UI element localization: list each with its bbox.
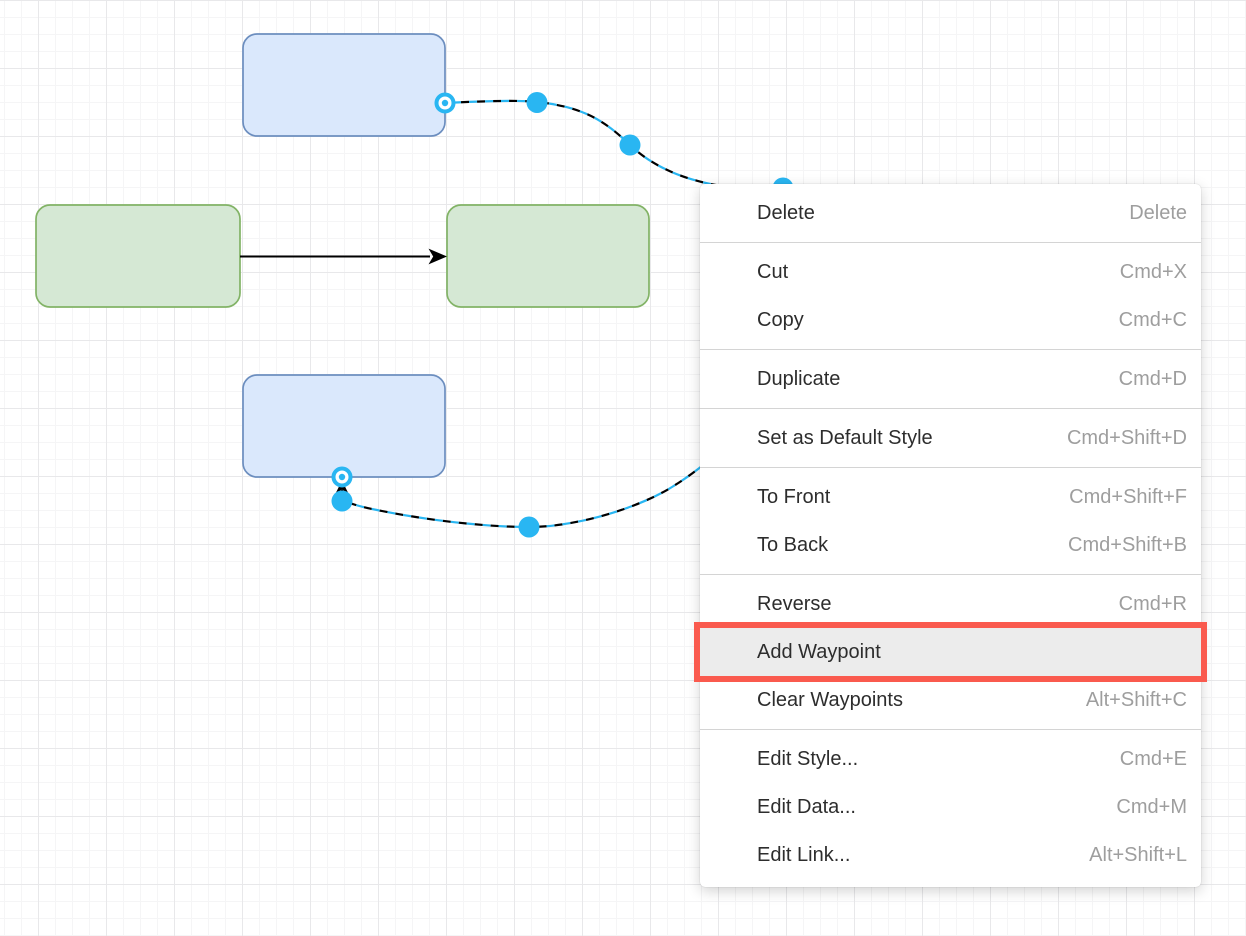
menu-divider xyxy=(700,349,1201,350)
menu-item-shortcut: Cmd+C xyxy=(1118,308,1187,331)
menu-item-set-as-default-style[interactable]: Set as Default Style Cmd+Shift+D xyxy=(700,414,1201,462)
menu-item-label: Reverse xyxy=(757,592,832,615)
menu-item-reverse[interactable]: Reverse Cmd+R xyxy=(700,580,1201,628)
edge-selected-upper[interactable] xyxy=(444,99,785,190)
endpoint-dot-icon xyxy=(338,473,346,481)
endpoint-dot-icon xyxy=(441,99,449,107)
node-blue-bottom[interactable] xyxy=(242,374,446,478)
menu-item-label: Edit Link... xyxy=(757,843,851,866)
node-green-left[interactable] xyxy=(35,204,241,308)
menu-item-label: Set as Default Style xyxy=(757,426,933,449)
menu-item-label: To Front xyxy=(757,485,831,508)
menu-divider xyxy=(700,574,1201,575)
menu-item-label: To Back xyxy=(757,533,829,556)
context-menu: Delete Delete Cut Cmd+X Copy Cmd+C Dupli… xyxy=(694,184,1207,887)
menu-item-shortcut: Alt+Shift+C xyxy=(1085,688,1187,711)
waypoint-handle[interactable] xyxy=(518,516,540,538)
edge-green-arrow[interactable] xyxy=(240,248,447,265)
menu-item-shortcut: Cmd+Shift+D xyxy=(1066,426,1187,449)
menu-item-label: Duplicate xyxy=(757,367,841,390)
menu-item-add-waypoint[interactable]: Add Waypoint xyxy=(694,622,1207,682)
menu-item-delete[interactable]: Delete Delete xyxy=(700,189,1201,237)
menu-divider xyxy=(700,408,1201,409)
endpoint-handle-target[interactable] xyxy=(331,466,353,488)
menu-divider xyxy=(700,242,1201,243)
menu-item-cut[interactable]: Cut Cmd+X xyxy=(700,248,1201,296)
edge-selected-upper-highlight xyxy=(444,99,785,190)
edge-selected-upper-black[interactable] xyxy=(444,99,785,190)
menu-item-shortcut: Cmd+Shift+F xyxy=(1069,485,1187,508)
menu-item-shortcut: Cmd+X xyxy=(1119,260,1187,283)
menu-item-shortcut: Cmd+R xyxy=(1118,592,1187,615)
menu-divider xyxy=(700,729,1201,730)
waypoint-handle[interactable] xyxy=(526,92,548,113)
menu-divider xyxy=(700,467,1201,468)
menu-item-edit-data[interactable]: Edit Data... Cmd+M xyxy=(700,783,1201,831)
menu-item-label: Clear Waypoints xyxy=(757,688,903,711)
menu-item-clear-waypoints[interactable]: Clear Waypoints Alt+Shift+C xyxy=(700,676,1201,724)
menu-item-shortcut: Cmd+M xyxy=(1116,795,1187,818)
menu-item-to-back[interactable]: To Back Cmd+Shift+B xyxy=(700,521,1201,569)
node-green-right[interactable] xyxy=(446,204,650,308)
menu-item-shortcut: Cmd+Shift+B xyxy=(1068,533,1187,556)
menu-item-label: Copy xyxy=(757,308,804,331)
menu-item-copy[interactable]: Copy Cmd+C xyxy=(700,296,1201,344)
waypoint-handle[interactable] xyxy=(619,134,641,156)
menu-item-shortcut: Cmd+D xyxy=(1118,367,1187,390)
node-blue-top[interactable] xyxy=(242,33,446,137)
arrowhead-icon xyxy=(428,248,447,265)
waypoint-handle[interactable] xyxy=(331,490,353,512)
menu-item-shortcut: Delete xyxy=(1129,201,1187,224)
menu-item-label: Edit Style... xyxy=(757,747,859,770)
menu-item-label: Edit Data... xyxy=(757,795,856,818)
menu-item-to-front[interactable]: To Front Cmd+Shift+F xyxy=(700,473,1201,521)
menu-item-label: Delete xyxy=(757,201,815,224)
menu-item-edit-style[interactable]: Edit Style... Cmd+E xyxy=(700,735,1201,783)
menu-item-duplicate[interactable]: Duplicate Cmd+D xyxy=(700,355,1201,403)
menu-item-shortcut: Alt+Shift+L xyxy=(1089,843,1187,866)
endpoint-handle-source[interactable] xyxy=(434,92,456,114)
menu-item-label: Add Waypoint xyxy=(757,640,881,663)
menu-item-edit-link[interactable]: Edit Link... Alt+Shift+L xyxy=(700,831,1201,879)
menu-item-shortcut: Cmd+E xyxy=(1119,747,1187,770)
menu-item-label: Cut xyxy=(757,260,789,283)
